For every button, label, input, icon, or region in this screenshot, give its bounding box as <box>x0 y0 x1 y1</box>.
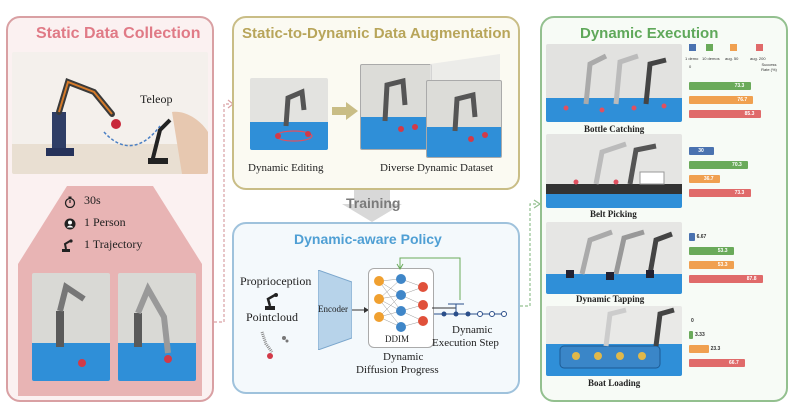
bar-value-label: 76.7 <box>737 97 748 103</box>
diffusion-feedback-loop <box>396 257 461 309</box>
diverse-dataset-label: Diverse Dynamic Dataset <box>380 162 494 174</box>
bar-value-label: 66.7 <box>729 360 739 366</box>
robot-arm-icon <box>60 238 74 252</box>
bar-10-demos <box>689 82 751 90</box>
stat-trajectory: 1 Trajectory <box>84 237 143 251</box>
static-collection-title: Static Data Collection <box>36 25 201 42</box>
task-label-belt-picking: Belt Picking <box>590 209 637 219</box>
task-label-bottle-catching: Bottle Catching <box>584 124 645 134</box>
stat-person: 1 Person <box>84 215 126 229</box>
bar-aug-50 <box>689 345 709 353</box>
bar-aug-200 <box>689 359 746 367</box>
dynamic-editing-label: Dynamic Editing <box>248 162 324 174</box>
execution-step-label-2: Execution Step <box>432 337 499 349</box>
bar-value-label: 3.33 <box>695 332 705 338</box>
static-demo-photo-2 <box>118 273 196 381</box>
belt-picking-photo <box>546 134 682 208</box>
timer-icon <box>64 195 76 209</box>
bar-value-label: 53.3 <box>717 262 728 268</box>
legend-swatch-aug-50 <box>730 44 737 51</box>
bar-value-label: 73.3 <box>734 190 745 196</box>
ddim-network-box <box>368 268 434 348</box>
pointcloud-graphic <box>252 328 292 362</box>
diffusion-progress-label-1: Dynamic <box>383 351 424 363</box>
bar-value-label: 53.3 <box>717 248 728 254</box>
bar-10-demos <box>689 161 749 169</box>
legend-label-aug-50: aug. 50 <box>725 56 739 61</box>
bar-group-bottle-catching: 73.3 76.7 85.3 <box>689 64 783 124</box>
bar-value-label: 6.67 <box>696 234 707 240</box>
diverse-dataset-photo-back <box>360 64 432 150</box>
training-label: Training <box>346 195 401 211</box>
legend-axis-label: Success Rate (%) <box>761 62 777 72</box>
collection-to-augmentation-arrow <box>214 99 234 323</box>
bar-aug-50 <box>689 175 720 183</box>
dynamic-tapping-photo <box>546 222 682 294</box>
person-icon <box>64 217 76 230</box>
bar-aug-200 <box>689 275 763 283</box>
bar-group-boat-loading: 0 3.33 23.3 66.7 <box>689 313 783 373</box>
ddim-label: DDIM <box>385 334 409 344</box>
bar-value-label: 30 <box>698 148 704 154</box>
legend-axis-zero: 0 <box>689 64 692 69</box>
task-label-boat-loading: Boat Loading <box>588 378 641 388</box>
augmentation-title: Static-to-Dynamic Data Augmentation <box>242 25 511 42</box>
bar-group-belt-picking: 30 70.3 36.7 73.3 <box>689 143 783 203</box>
encoder-label: Encoder <box>318 304 348 314</box>
legend-label-aug-200: aug. 200 <box>750 56 766 61</box>
bar-1-demo <box>689 147 715 155</box>
task-label-dynamic-tapping: Dynamic Tapping <box>576 294 645 304</box>
bar-10-demos <box>689 247 734 255</box>
bar-value-label: 70.3 <box>732 162 742 168</box>
training-arrow <box>342 190 402 222</box>
bar-group-dynamic-tapping: 6.67 53.3 53.3 87.8 <box>689 229 783 289</box>
legend-swatch-1-demo <box>689 44 696 51</box>
bottle-catching-photo <box>546 44 682 122</box>
execution-step-label-1: Dynamic <box>452 324 493 336</box>
bar-aug-50 <box>689 96 754 104</box>
bar-value-label: 87.8 <box>746 276 757 282</box>
dynamic-editing-photo <box>250 78 328 150</box>
bar-value-label: 73.3 <box>734 83 745 89</box>
teleop-scene-illustration <box>12 78 208 174</box>
diverse-dataset-photo-front <box>426 80 502 158</box>
bar-value-label: 23.3 <box>710 346 721 352</box>
legend-swatch-aug-200 <box>756 44 763 51</box>
stat-duration: 30s <box>84 193 101 207</box>
bar-aug-200 <box>689 110 761 118</box>
legend-label-1-demo: 1 demo <box>685 56 699 61</box>
pointcloud-label: Pointcloud <box>246 310 299 324</box>
boat-loading-photo <box>546 306 682 376</box>
execution-step-timeline <box>434 303 507 317</box>
bar-value-label: 36.7 <box>703 176 714 182</box>
teleop-label: Teleop <box>140 92 173 106</box>
bar-aug-200 <box>689 189 751 197</box>
proprioception-label: Proprioception <box>240 274 312 288</box>
policy-to-execution-arrow <box>520 199 542 307</box>
bar-aug-50 <box>689 261 734 269</box>
legend-swatch-10-demos <box>706 44 713 51</box>
policy-title: Dynamic-aware Policy <box>294 231 442 247</box>
neural-network-icon <box>374 274 428 332</box>
bar-1-demo <box>689 233 695 241</box>
bar-10-demos <box>689 331 693 339</box>
bar-value-label: 0 <box>691 318 694 324</box>
encoder-to-ddim-arrow <box>352 307 369 313</box>
static-demo-photo-1 <box>32 273 110 381</box>
editing-to-dataset-arrow <box>332 102 358 120</box>
diffusion-progress-label-2: Diffusion Progress <box>356 364 439 376</box>
execution-title: Dynamic Execution <box>580 25 719 42</box>
bar-value-label: 85.3 <box>744 111 755 117</box>
proprioception-robot-icon <box>262 292 280 310</box>
legend-label-10-demos: 10 demos <box>702 56 720 61</box>
teleop-photo <box>12 52 208 174</box>
